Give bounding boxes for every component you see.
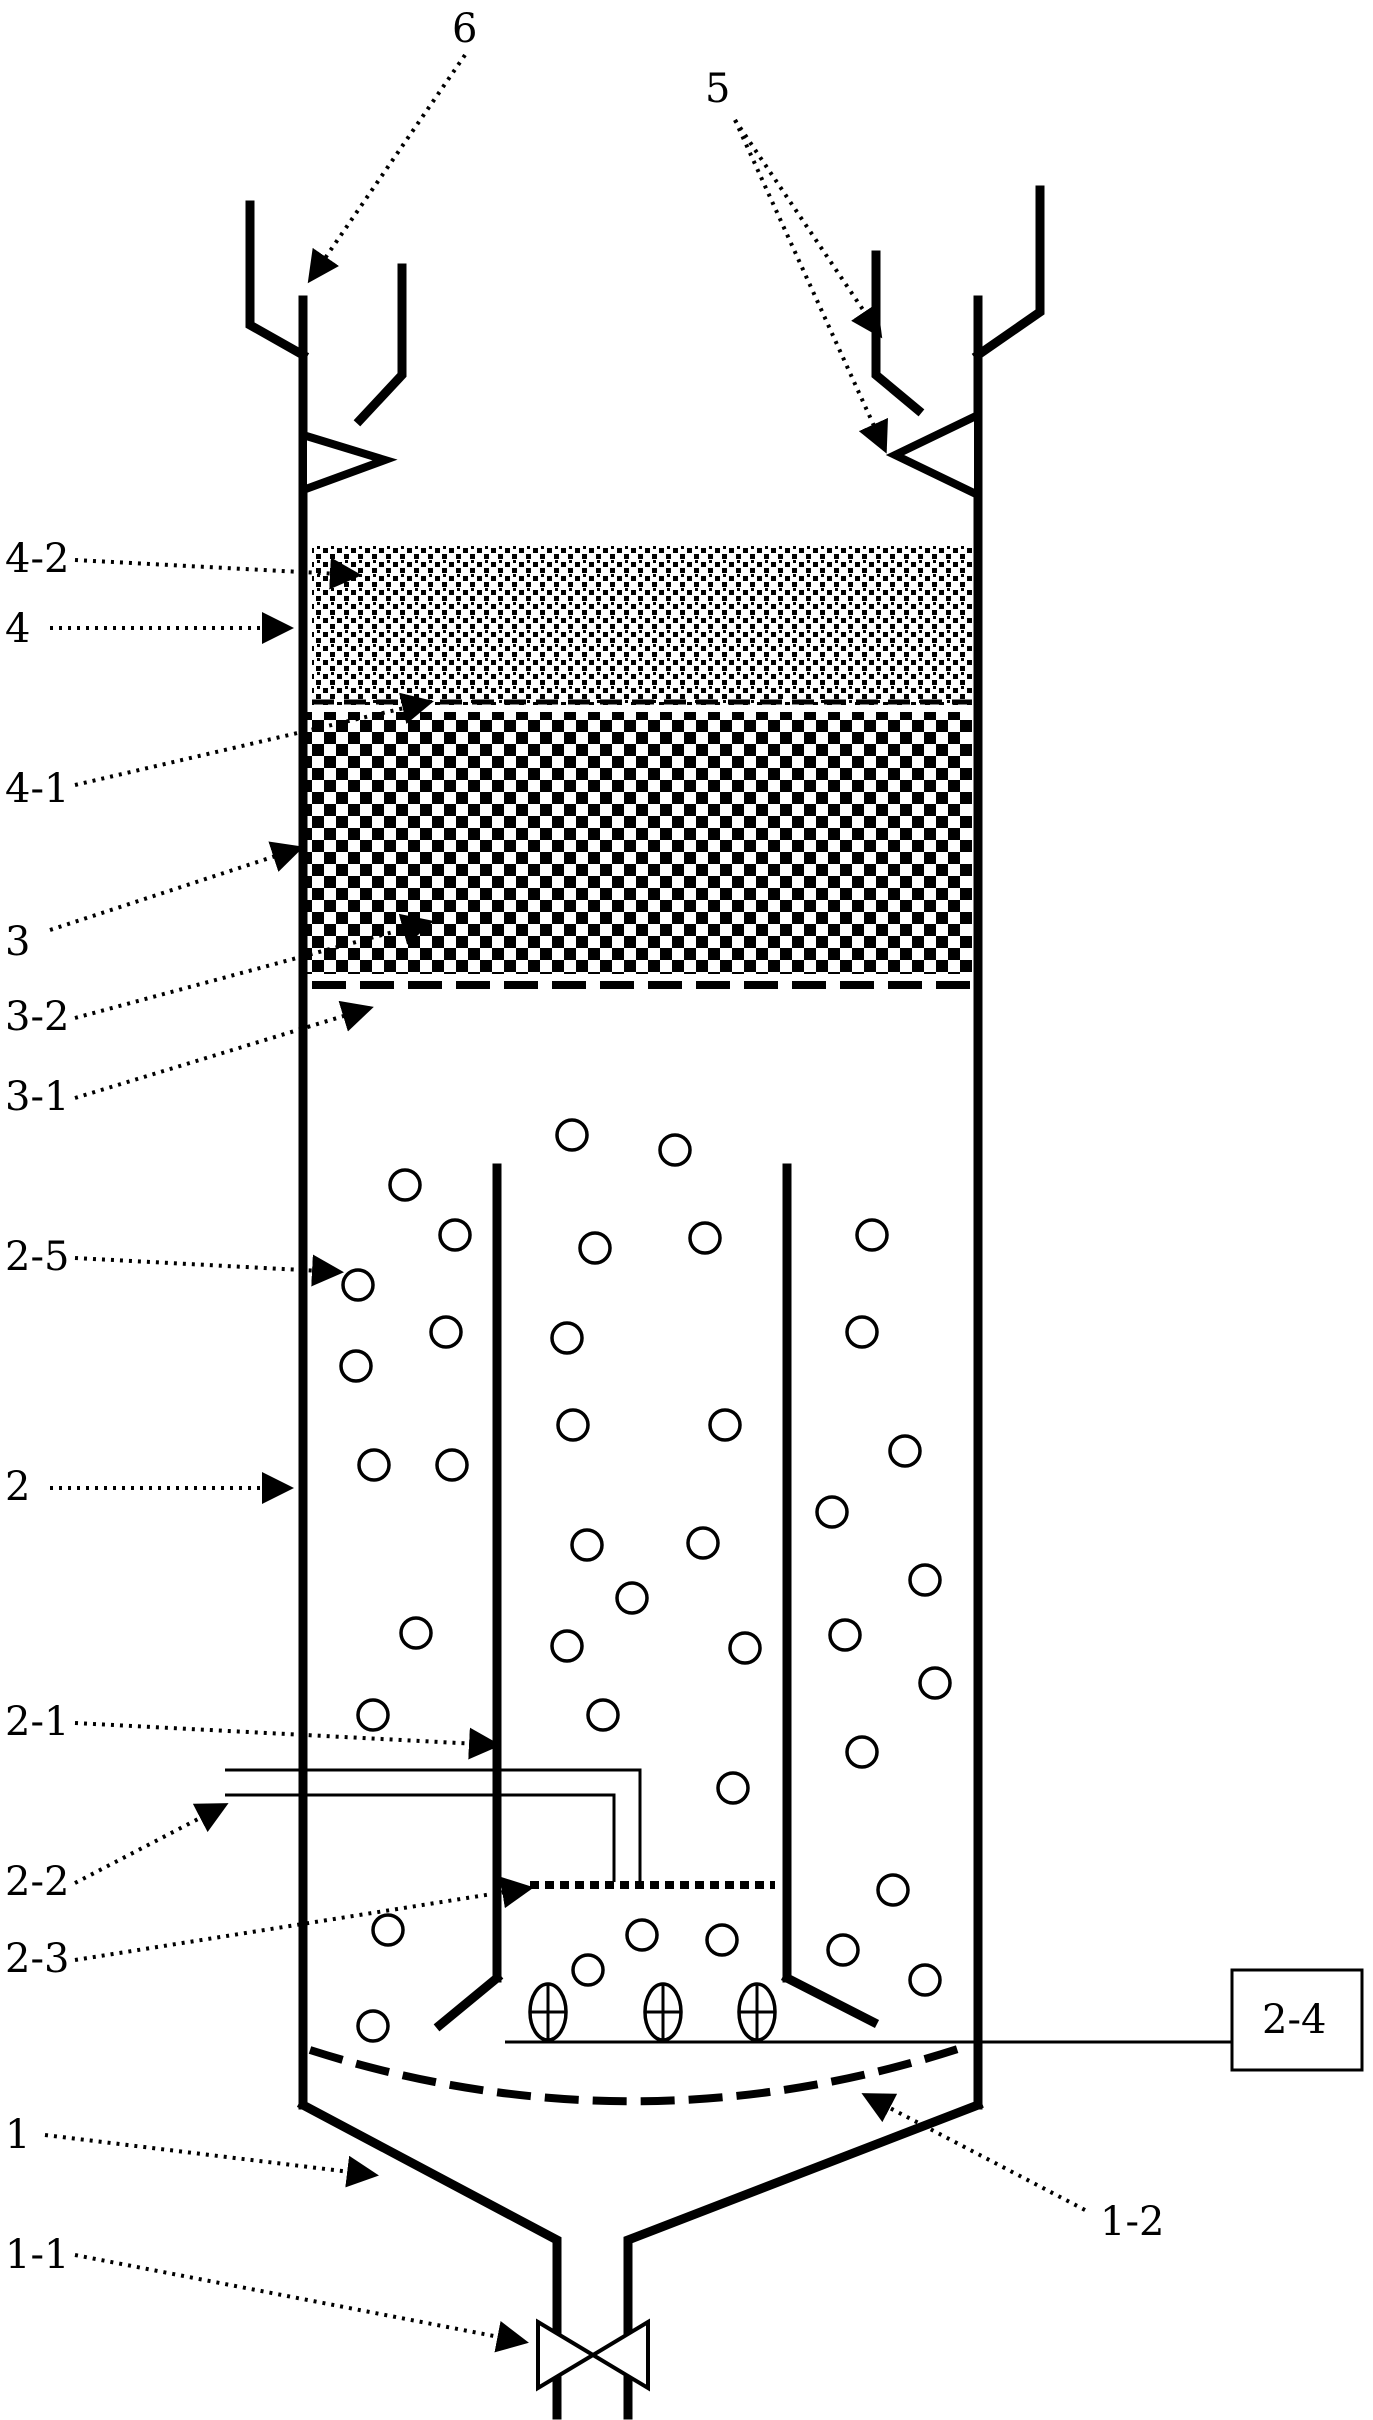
- bubble: [357, 1448, 391, 1482]
- inlet-pipe-top-edge: [225, 1768, 642, 1882]
- left-cone: [296, 2098, 562, 2420]
- label-2-1: 2-1: [5, 1699, 69, 1745]
- bubble: [828, 1618, 862, 1652]
- leader-3: [49, 841, 304, 932]
- leader-1-2: [861, 2093, 1086, 2212]
- leader-1-1: [74, 2253, 529, 2353]
- bubble: [876, 1873, 910, 1907]
- bubble: [578, 1231, 612, 1265]
- right-cone: [623, 2099, 984, 2420]
- right-inner-weir: [871, 250, 925, 417]
- bottom-curved-screen: [308, 2041, 972, 2106]
- leader-5b: [733, 119, 888, 454]
- bubble: [716, 1771, 750, 1805]
- bubble: [341, 1268, 375, 1302]
- bubble: [918, 1666, 952, 1700]
- leader-lines: [44, 53, 1086, 2353]
- bubble: [688, 1221, 722, 1255]
- right-baffle: [885, 408, 982, 502]
- label-3-2: 3-2: [5, 994, 69, 1040]
- bubble: [570, 1528, 604, 1562]
- bubble: [705, 1923, 739, 1957]
- leader-2-2: [74, 1803, 229, 1885]
- bubble: [586, 1698, 620, 1732]
- bubble: [550, 1629, 584, 1663]
- leader-5a: [733, 118, 883, 339]
- label-1: 1: [5, 2112, 30, 2158]
- bubble: [339, 1349, 373, 1383]
- bubble: [728, 1631, 762, 1665]
- bubble: [388, 1168, 422, 1202]
- bubble: [356, 2009, 390, 2043]
- blower-box: [1230, 1968, 1364, 2072]
- label-5: 5: [705, 66, 730, 112]
- leader-3-2: [74, 913, 434, 1020]
- label-2: 2: [5, 1464, 30, 1510]
- bubble: [658, 1133, 692, 1167]
- label-2-2: 2-2: [5, 1859, 69, 1905]
- leader-3-1: [74, 1000, 374, 1100]
- bubble: [826, 1933, 860, 1967]
- draft-tube-left-flare: [433, 1971, 504, 2032]
- label-6: 6: [452, 6, 477, 52]
- label-3-1: 3-1: [5, 1074, 69, 1120]
- bubble: [815, 1495, 849, 1529]
- left-baffle: [299, 429, 398, 496]
- label-1-1: 1-1: [5, 2232, 69, 2278]
- valve-icon-right: [589, 2318, 650, 2392]
- bubble: [625, 1918, 659, 1952]
- bubble: [845, 1735, 879, 1769]
- bubble: [371, 1913, 405, 1947]
- draft-tube-right-flare: [780, 1971, 880, 2029]
- leader-4-1: [74, 692, 434, 787]
- bubble-group: [339, 1118, 952, 2043]
- inlet-pipe-bottom-edge: [225, 1793, 616, 1882]
- bubble: [356, 1698, 390, 1732]
- label-2-3: 2-3: [5, 1936, 69, 1982]
- bubble: [888, 1434, 922, 1468]
- aerator-group: [528, 1982, 777, 2042]
- bubble: [550, 1321, 584, 1355]
- bubble: [571, 1953, 605, 1987]
- bubble: [435, 1448, 469, 1482]
- label-4-1: 4-1: [5, 766, 69, 812]
- label-2-5: 2-5: [5, 1234, 69, 1280]
- leader-6: [307, 53, 467, 284]
- bubble: [845, 1315, 879, 1349]
- leader-1: [44, 2133, 379, 2188]
- bubble: [555, 1118, 589, 1152]
- bubble: [855, 1218, 889, 1252]
- leader-2-1: [74, 1721, 501, 1760]
- bubble: [438, 1218, 472, 1252]
- bubble: [429, 1315, 463, 1349]
- label-4: 4: [5, 606, 30, 652]
- bubble: [708, 1408, 742, 1442]
- bubble: [686, 1526, 720, 1560]
- coarse-media-layer: [305, 712, 972, 974]
- leader-4-2: [74, 557, 362, 590]
- bubble: [908, 1563, 942, 1597]
- bubble: [556, 1408, 590, 1442]
- left-inner-weir: [353, 263, 407, 427]
- left-outlet-channel: [245, 200, 310, 362]
- right-outlet-channel: [971, 185, 1045, 362]
- label-4-2: 4-2: [5, 536, 69, 582]
- fine-media-layer: [312, 545, 972, 705]
- bubble: [615, 1581, 649, 1615]
- label-1-2: 1-2: [1100, 2199, 1164, 2245]
- label-3: 3: [5, 919, 30, 965]
- label-2-4: 2-4: [1262, 1997, 1326, 2043]
- valve-icon: [536, 2318, 597, 2392]
- bubble: [399, 1616, 433, 1650]
- bubble: [908, 1963, 942, 1997]
